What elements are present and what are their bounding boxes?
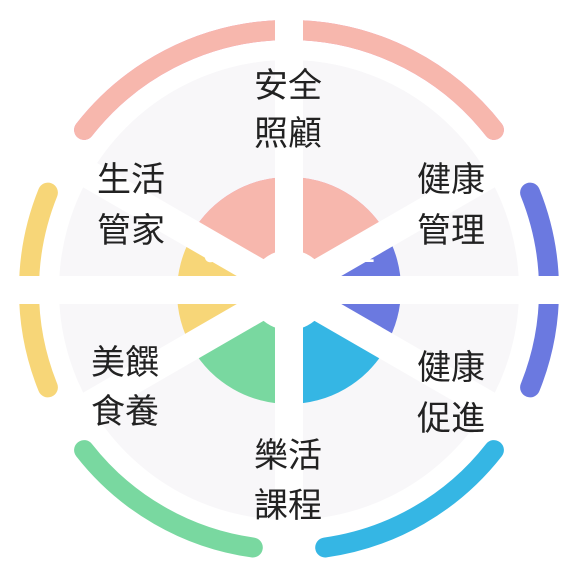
segment-3-label-line1: 健康 (417, 348, 485, 388)
segment-5: 美饌 食養 05 (91, 319, 229, 432)
segment-6: 生活 管家 06 (97, 160, 230, 267)
separator-gap-2 (281, 127, 556, 303)
segment-3-outer-arc (315, 440, 504, 558)
segment-4-outer-arc (74, 440, 263, 558)
separator-gap-3 (281, 277, 556, 453)
segment-1-number: 01 (276, 201, 302, 223)
segment-5-label-line1: 美饌 (91, 343, 159, 383)
segment-2: 健康 管理 02 (349, 160, 485, 267)
segment-1-label-line2: 照顧 (254, 114, 322, 154)
segment-3: 健康 促進 03 (345, 319, 485, 439)
segment-5-number: 05 (203, 319, 229, 341)
segment-1-label-line1: 安全 (254, 66, 322, 106)
segment-2-label-line1: 健康 (417, 160, 485, 200)
segment-3-number: 03 (345, 319, 371, 341)
segment-6-label-line2: 管家 (97, 211, 165, 251)
segment-4-label-line1: 樂活 (254, 436, 322, 476)
separator-gap-5 (22, 277, 297, 453)
segment-4-number: 04 (276, 361, 302, 383)
center-hub (249, 250, 329, 330)
segment-5-label-line2: 食養 (91, 392, 159, 432)
segment-1: 安全 照顧 01 (254, 66, 322, 223)
segment-6-label-line1: 生活 (97, 160, 165, 200)
separator-gap-6 (22, 127, 297, 303)
segment-6-number: 06 (204, 245, 230, 267)
segment-2-number: 02 (349, 245, 375, 267)
segment-4: 樂活 課程 04 (254, 361, 322, 526)
segment-4-label-line2: 課程 (254, 486, 322, 526)
segment-2-label-line2: 管理 (417, 211, 485, 251)
segment-3-label-line2: 促進 (417, 399, 485, 439)
